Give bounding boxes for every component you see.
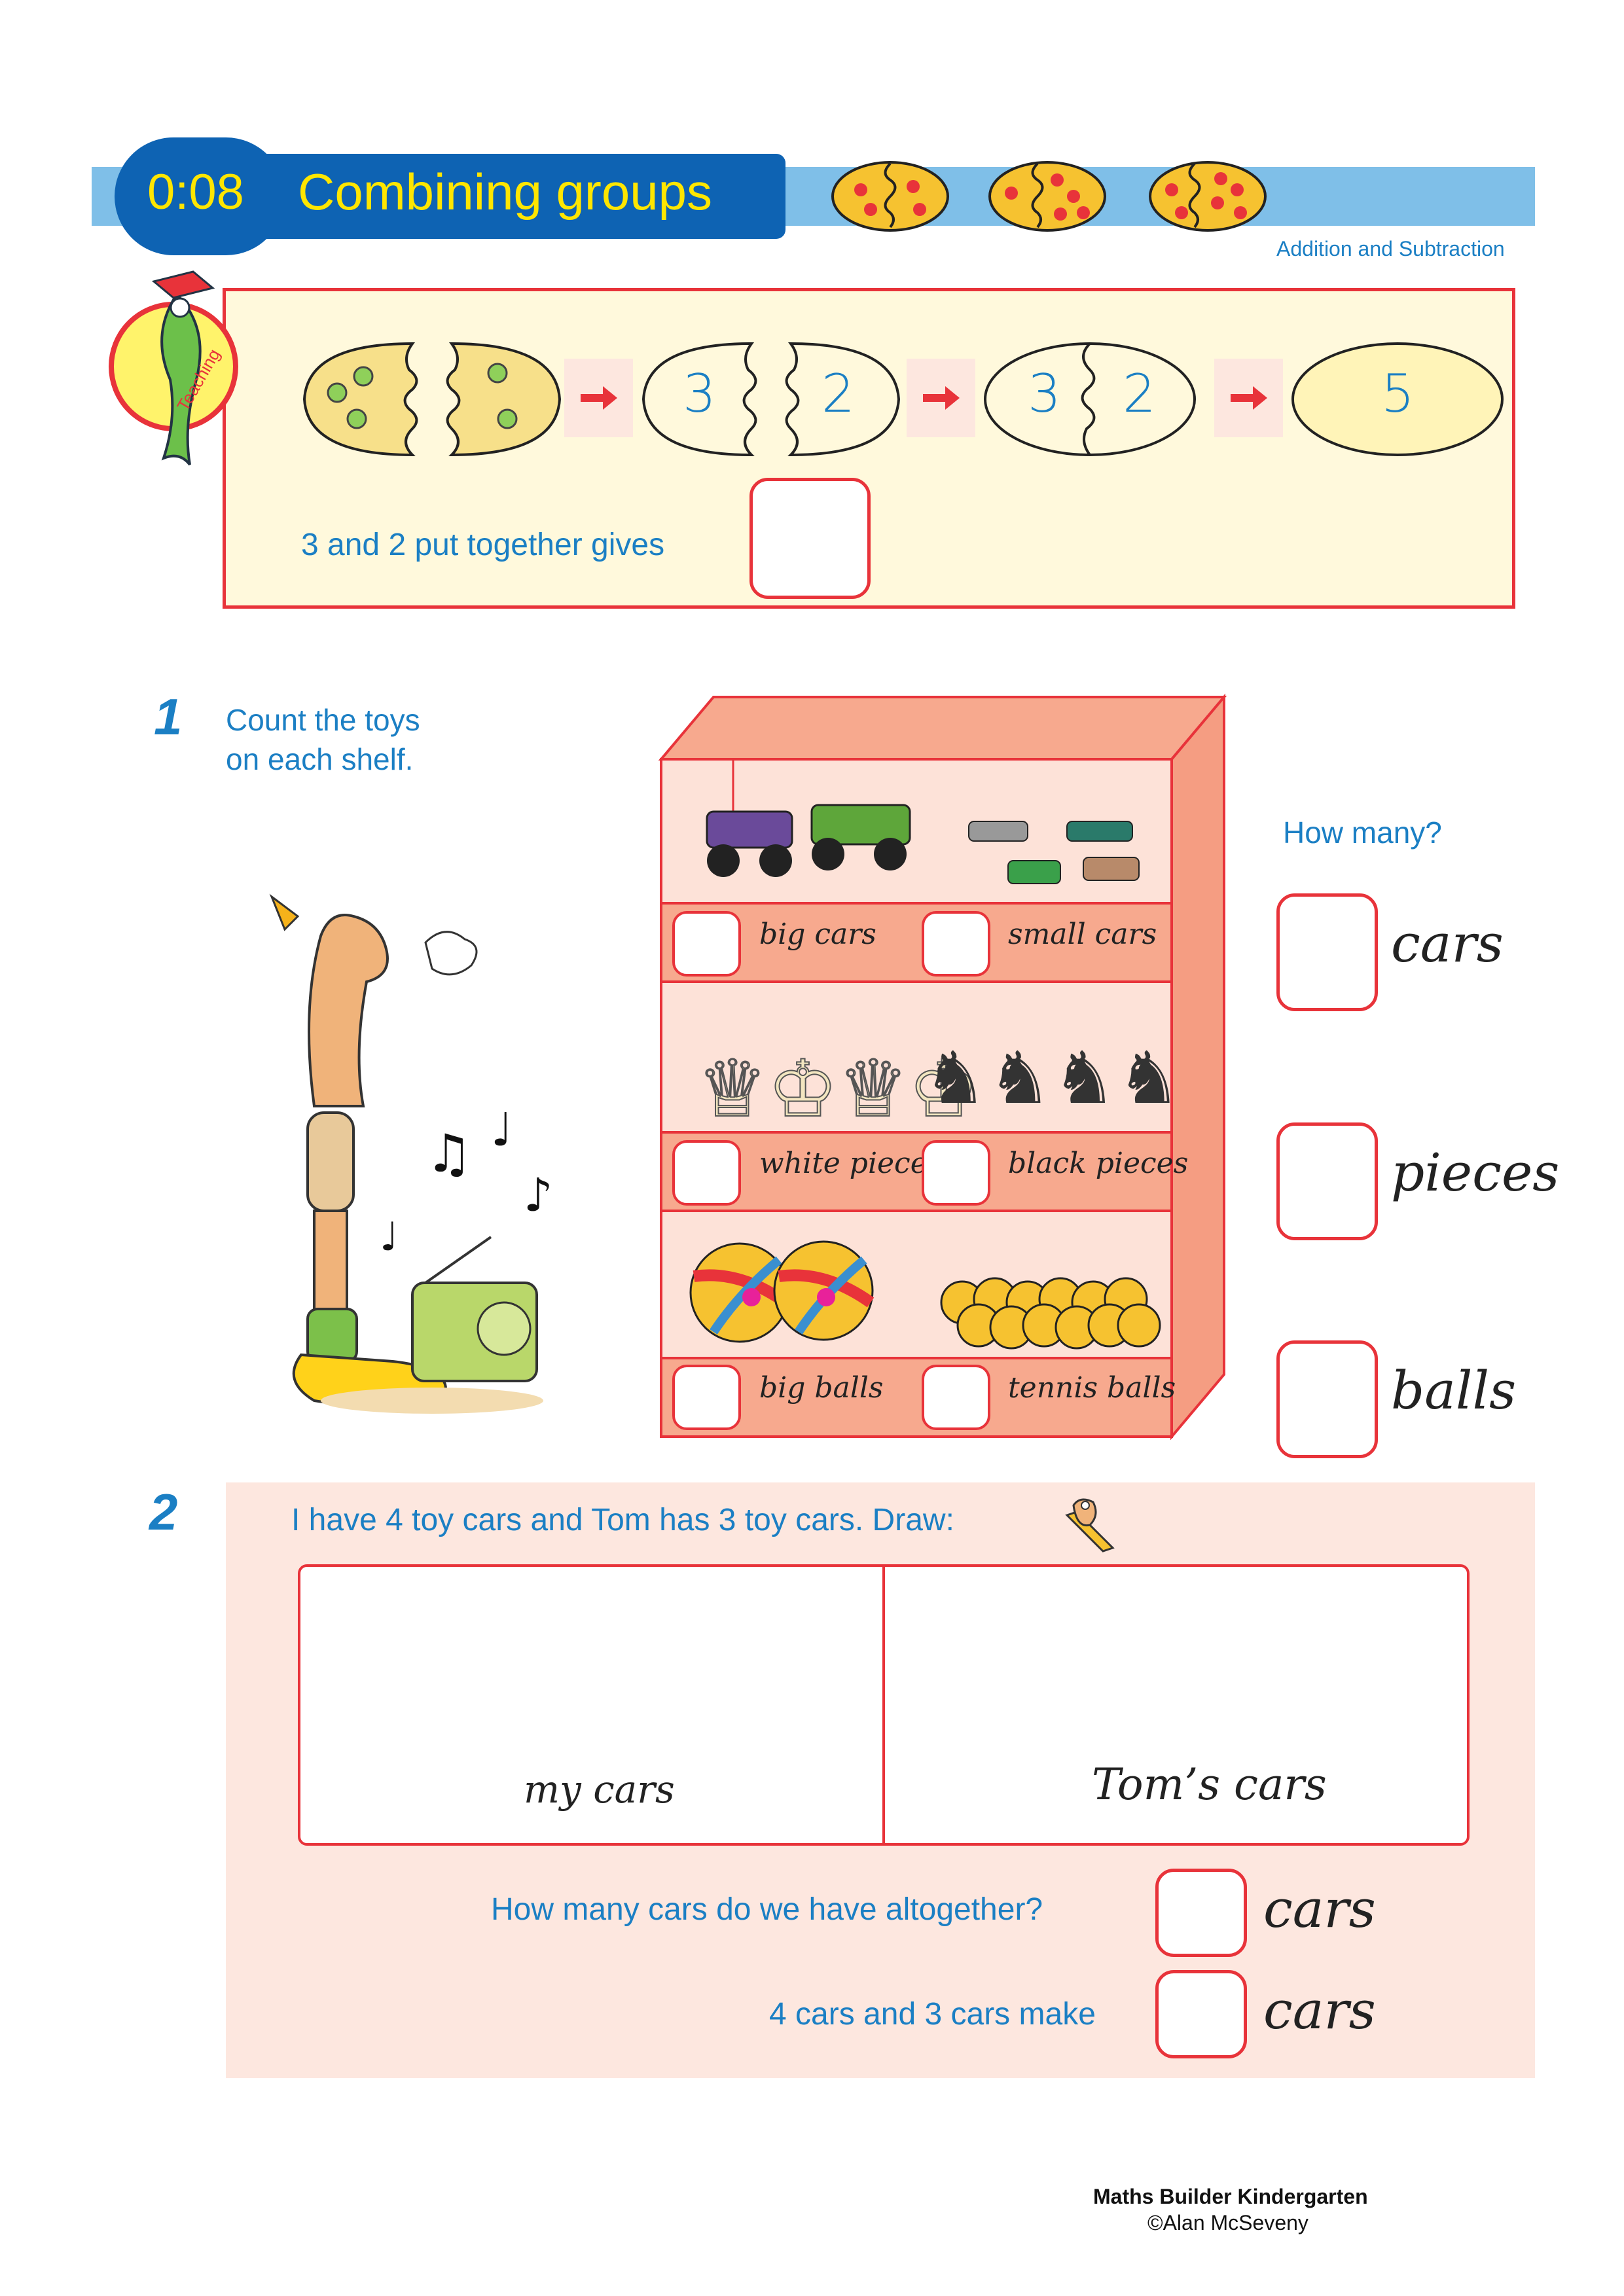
svg-text:♞♞♞♞: ♞♞♞♞ xyxy=(923,1036,1181,1120)
big-cars-count-box[interactable] xyxy=(672,911,741,977)
step-arrow-2 xyxy=(907,359,975,437)
cars-total-box[interactable] xyxy=(1276,893,1378,1011)
balls-unit-label: balls xyxy=(1391,1360,1517,1421)
footer-book-title: Maths Builder Kindergarten xyxy=(1093,2185,1368,2208)
teaching-answer-box[interactable] xyxy=(749,478,871,599)
pencil-worm-icon xyxy=(1065,1498,1115,1552)
right-arrow-icon xyxy=(580,386,617,410)
white-pieces-count-box[interactable] xyxy=(672,1140,741,1206)
puzzle-halves-with-counters-icon xyxy=(302,342,562,457)
svg-text:♩: ♩ xyxy=(491,1103,513,1157)
how-many-label: How many? xyxy=(1283,816,1442,850)
shelf-label-small-cars: small cars xyxy=(1008,918,1157,951)
step3-right-number: 2 xyxy=(1123,363,1156,424)
step3-left-number: 3 xyxy=(1028,363,1061,424)
altogether-unit-label: cars xyxy=(1263,1878,1376,1939)
question-2-instruction: I have 4 toy cars and Tom has 3 toy cars… xyxy=(291,1503,954,1537)
altogether-answer-box[interactable] xyxy=(1155,1869,1247,1957)
lesson-number: 0:08 xyxy=(147,164,244,220)
page-title: Combining groups xyxy=(298,163,713,221)
question-1-instruction: Count the toys on each shelf. xyxy=(226,700,420,779)
tennis-balls-count-box[interactable] xyxy=(922,1365,990,1430)
big-balls-count-box[interactable] xyxy=(672,1365,741,1430)
giraffe-with-radio-illustration: ♫ ♩ ♪ ♩ xyxy=(269,893,553,1414)
make-statement: 4 cars and 3 cars make xyxy=(769,1997,1096,2032)
step2-left-number: 3 xyxy=(683,363,716,424)
toms-cars-caption: Tom’s cars xyxy=(1092,1759,1327,1810)
pieces-unit-label: pieces xyxy=(1391,1142,1560,1203)
puzzle-joined-icon xyxy=(984,342,1196,456)
svg-text:♩: ♩ xyxy=(380,1214,398,1260)
shelf-label-tennis-balls: tennis balls xyxy=(1008,1371,1176,1405)
shelf-label-big-balls: big balls xyxy=(759,1371,884,1405)
instruction-line-1: Count the toys xyxy=(226,703,420,737)
teaching-fish-badge-icon: Teaching xyxy=(109,270,238,466)
header-puzzle-ovals-icon xyxy=(831,161,1267,232)
step-arrow-3 xyxy=(1214,359,1283,437)
puzzle-halves-numbers-icon xyxy=(641,342,901,457)
shelf-label-big-cars: big cars xyxy=(759,918,876,951)
puzzle-whole-icon xyxy=(1291,342,1504,456)
footer-copyright: ©Alan McSeveny xyxy=(1147,2211,1308,2234)
question-1-number: 1 xyxy=(154,688,183,745)
step-arrow-1 xyxy=(564,359,633,437)
make-answer-box[interactable] xyxy=(1155,1970,1247,2058)
right-arrow-icon xyxy=(922,386,960,410)
my-cars-caption: my cars xyxy=(524,1767,675,1812)
shelf-label-black-pieces: black pieces xyxy=(1008,1147,1189,1180)
step2-right-number: 2 xyxy=(821,363,855,424)
small-cars-count-box[interactable] xyxy=(922,911,990,977)
strand-label: Addition and Subtraction xyxy=(1276,237,1505,260)
title-box xyxy=(249,154,785,239)
svg-text:♫: ♫ xyxy=(425,1123,473,1184)
instruction-line-2: on each shelf. xyxy=(226,742,414,776)
black-pieces-count-box[interactable] xyxy=(922,1140,990,1206)
step4-total-number: 5 xyxy=(1381,363,1415,424)
balls-total-box[interactable] xyxy=(1276,1340,1378,1458)
altogether-question: How many cars do we have altogether? xyxy=(491,1892,1043,1927)
question-2-number: 2 xyxy=(149,1483,178,1541)
pieces-total-box[interactable] xyxy=(1276,1122,1378,1240)
svg-text:♪: ♪ xyxy=(524,1168,553,1222)
toy-shelf-illustration: ♕♔♕♔ ♞♞♞♞ xyxy=(658,693,1227,1440)
make-unit-label: cars xyxy=(1263,1980,1376,2041)
svg-text:♕♔♕♔: ♕♔♕♔ xyxy=(697,1044,979,1135)
right-arrow-icon xyxy=(1230,386,1267,410)
teaching-prompt: 3 and 2 put together gives xyxy=(301,528,665,562)
drawing-divider xyxy=(882,1566,885,1844)
shelf-label-white-pieces: white pieces xyxy=(759,1147,943,1180)
cars-unit-label: cars xyxy=(1391,913,1504,974)
